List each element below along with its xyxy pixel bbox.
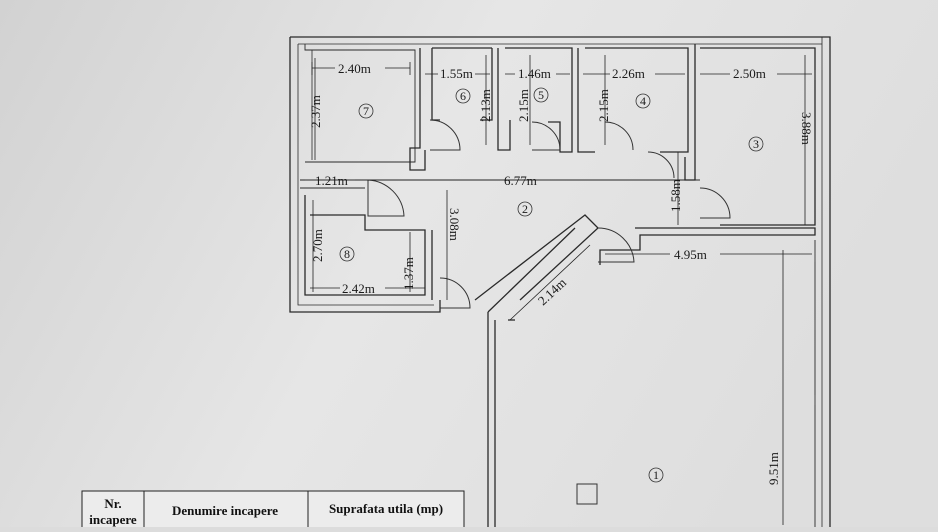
dim-r1-height: 9.51m bbox=[766, 452, 781, 485]
dim-hall-height: 3.08m bbox=[447, 208, 462, 241]
room-1-marker: 1 bbox=[648, 467, 664, 483]
room-2-marker: 2 bbox=[517, 201, 533, 217]
dim-r8-inner: 1.37m bbox=[401, 257, 416, 290]
area-table: Nr. incapere Denumire incapere Suprafata… bbox=[81, 490, 465, 532]
room-7-number: 7 bbox=[363, 104, 369, 118]
dim-r5-width: 1.46m bbox=[518, 66, 551, 81]
dim-r3-height: 3.88m bbox=[799, 112, 814, 145]
room-8-number: 8 bbox=[344, 247, 350, 261]
room-numbers: 7 6 5 4 3 2 8 1 bbox=[339, 87, 764, 483]
dim-r4-width: 2.26m bbox=[612, 66, 645, 81]
dim-hall-door: 1.21m bbox=[315, 173, 348, 188]
table-header-suprafata: Suprafata utila (mp) bbox=[329, 501, 443, 516]
dim-r8-width: 2.42m bbox=[342, 281, 375, 296]
room-7-marker: 7 bbox=[358, 103, 374, 119]
dim-hall-width: 6.77m bbox=[504, 173, 537, 188]
room-1-number: 1 bbox=[653, 468, 659, 482]
table-frame bbox=[81, 490, 465, 532]
dimension-lines bbox=[300, 55, 812, 525]
room-8-marker: 8 bbox=[339, 246, 355, 262]
dimension-labels: 2.40m 2.37m 1.55m 2.13m 1.46m 2.15m 2.26… bbox=[308, 61, 814, 485]
room-6-number: 6 bbox=[460, 89, 466, 103]
dim-hall-right: 1.58m bbox=[668, 179, 683, 212]
room-2-number: 2 bbox=[522, 202, 528, 216]
room-5-marker: 5 bbox=[533, 87, 549, 103]
room-5-number: 5 bbox=[538, 88, 544, 102]
dim-r1-width: 4.95m bbox=[674, 247, 707, 262]
dim-r3-width: 2.50m bbox=[733, 66, 766, 81]
column-square bbox=[576, 483, 598, 505]
dim-r6-height: 2.13m bbox=[478, 89, 493, 122]
dim-r7-width: 2.40m bbox=[338, 61, 371, 76]
dim-r5-height: 2.15m bbox=[516, 89, 531, 122]
window-marks bbox=[814, 70, 823, 405]
door-swings bbox=[367, 119, 731, 309]
dim-r8-height: 2.70m bbox=[310, 229, 325, 262]
table-header-incapere: incapere bbox=[89, 512, 137, 527]
dim-r4-height: 2.15m bbox=[596, 89, 611, 122]
table-header-denumire: Denumire incapere bbox=[172, 503, 278, 518]
room-4-marker: 4 bbox=[635, 93, 651, 109]
dim-r6-width: 1.55m bbox=[440, 66, 473, 81]
dim-r7-height: 2.37m bbox=[308, 95, 323, 128]
room-4-number: 4 bbox=[640, 94, 646, 108]
room-6-marker: 6 bbox=[455, 88, 471, 104]
table-header-nr: Nr. bbox=[104, 496, 121, 511]
room-3-marker: 3 bbox=[748, 136, 764, 152]
room-3-number: 3 bbox=[753, 137, 759, 151]
